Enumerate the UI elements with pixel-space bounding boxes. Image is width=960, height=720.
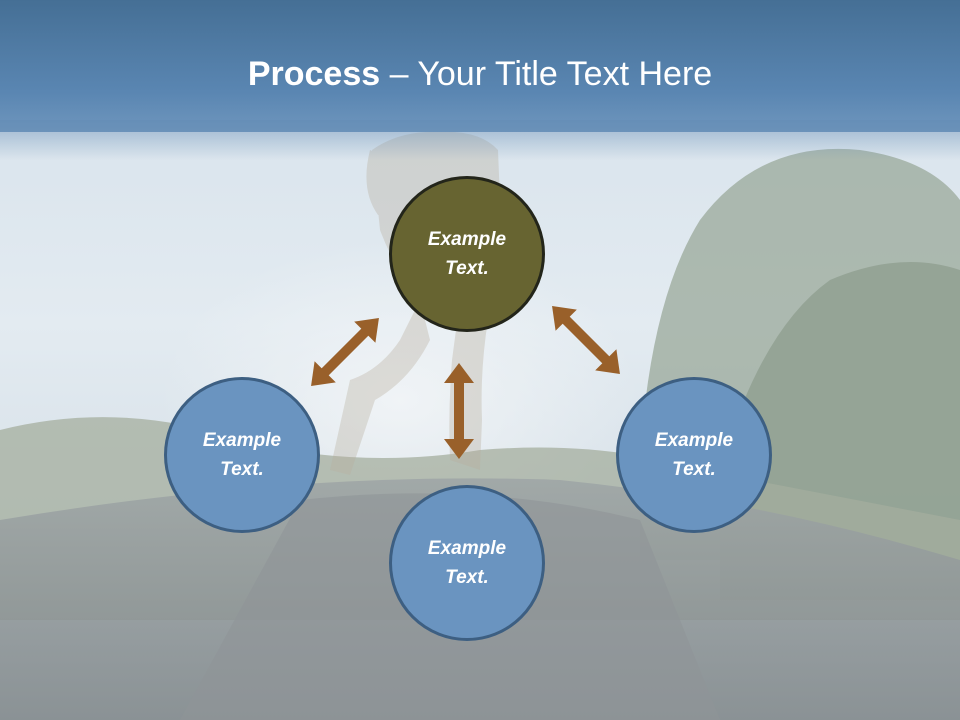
node-top[interactable]: Example Text.	[389, 176, 545, 332]
arrow-top-right	[552, 306, 620, 374]
node-left-text: Example Text.	[202, 430, 282, 480]
node-left[interactable]: Example Text.	[164, 377, 320, 533]
node-bottom[interactable]: Example Text.	[389, 485, 545, 641]
node-top-text: Example Text.	[427, 229, 507, 279]
title-rest: – Your Title Text Here	[380, 55, 713, 93]
title-bar	[0, 0, 960, 132]
arrow-top-left	[311, 318, 379, 386]
node-right-text: Example Text.	[654, 430, 734, 480]
slide-title: Process – Your Title Text Here	[0, 52, 960, 96]
node-bottom-text: Example Text.	[427, 538, 507, 588]
title-bar-fade	[0, 120, 960, 160]
title-bold: Process	[247, 55, 381, 93]
arrow-vertical	[444, 363, 474, 459]
node-right[interactable]: Example Text.	[616, 377, 772, 533]
